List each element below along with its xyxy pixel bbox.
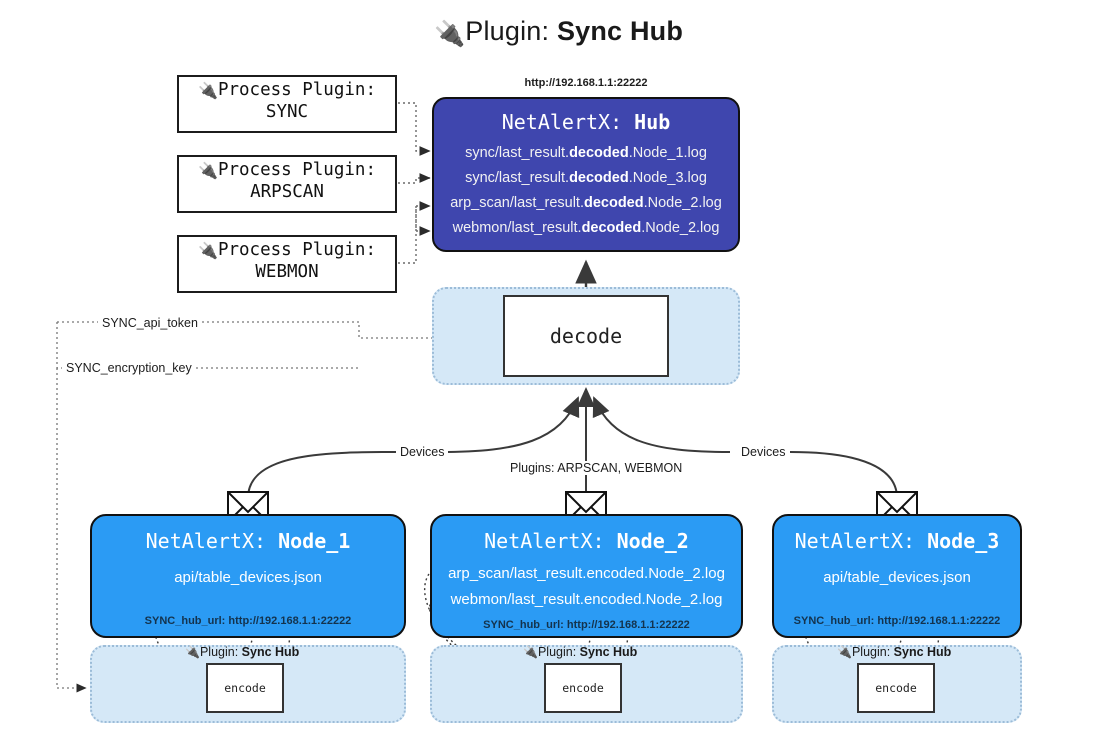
node-log-line: webmon/last_result.encoded.Node_2.log: [450, 591, 723, 608]
hub-log-line: sync/last_result.decoded.Node_1.log: [434, 141, 738, 166]
process-plugin-label: Process Plugin:: [217, 80, 376, 100]
encode-label-name: Sync Hub: [241, 645, 300, 659]
process-plugin-name: SYNC: [265, 102, 309, 122]
plug-icon: 🔌: [185, 645, 200, 659]
node-title-name: Node_2: [616, 529, 689, 553]
encode-plugin-label: 🔌Plugin: Sync Hub: [185, 645, 299, 659]
process-plugin-header: 🔌Process Plugin:: [179, 80, 395, 101]
page-title-prefix: Plugin:: [465, 16, 557, 46]
process-plugin-header: 🔌Process Plugin:: [179, 240, 395, 261]
process-plugin-name: ARPSCAN: [250, 182, 324, 202]
hub-url-label: http://192.168.1.1:22222: [524, 77, 648, 89]
plug-icon: 🔌: [198, 243, 218, 260]
node-log-line: arp_scan/last_result.encoded.Node_2.log: [448, 565, 725, 582]
process-plugin-label: Process Plugin:: [217, 160, 376, 180]
hub-log-line: arp_scan/last_result.decoded.Node_2.log: [434, 191, 738, 216]
process-plugin-box-arpscan[interactable]: 🔌Process Plugin: ARPSCAN: [177, 155, 397, 213]
node-title: NetAlertX: Node_3: [774, 529, 1020, 553]
process-plugin-box-sync[interactable]: 🔌Process Plugin: SYNC: [177, 75, 397, 133]
node-title-prefix: NetAlertX:: [794, 529, 928, 553]
process-plugin-box-webmon[interactable]: 🔌Process Plugin: WEBMON: [177, 235, 397, 293]
process-plugin-label: Process Plugin:: [217, 240, 376, 260]
encode-label-prefix: Plugin:: [199, 645, 242, 659]
node-box-node-1[interactable]: NetAlertX: Node_1 api/table_devices.json…: [90, 514, 406, 638]
edge-label-devices-right: Devices: [737, 445, 790, 459]
encode-box-node-1[interactable]: encode: [206, 663, 284, 713]
log-emphasis: decoded: [569, 145, 629, 161]
plug-icon: 🔌: [433, 20, 466, 48]
node-title: NetAlertX: Node_2: [432, 529, 741, 553]
edge-label-encryption-key: SYNC_encryption_key: [62, 361, 196, 375]
process-plugin-header: 🔌Process Plugin:: [179, 160, 395, 181]
encode-box-node-3[interactable]: encode: [857, 663, 935, 713]
page-title: 🔌Plugin: Sync Hub: [0, 16, 1117, 49]
page-title-name: Sync Hub: [556, 16, 684, 46]
encode-label-name: Sync Hub: [893, 645, 952, 659]
encode-label-name: Sync Hub: [579, 645, 638, 659]
decode-box[interactable]: decode: [503, 295, 669, 377]
hub-node[interactable]: NetAlertX: Hub sync/last_result.decoded.…: [432, 97, 740, 252]
node-footer: SYNC_hub_url: http://192.168.1.1:22222: [144, 615, 352, 627]
encode-label-prefix: Plugin:: [537, 645, 580, 659]
log-prefix: webmon/last_result.: [452, 220, 582, 236]
plug-icon: 🔌: [198, 83, 218, 100]
edge-label-api-token: SYNC_api_token: [98, 316, 202, 330]
log-emphasis: decoded: [581, 220, 642, 236]
hub-log-line: sync/last_result.decoded.Node_3.log: [434, 166, 738, 191]
node-log-line: api/table_devices.json: [823, 569, 971, 586]
plug-icon: 🔌: [523, 645, 538, 659]
hub-log-line: webmon/last_result.decoded.Node_2.log: [434, 216, 738, 241]
log-suffix: .Node_2.log: [643, 195, 722, 211]
node-footer: SYNC_hub_url: http://192.168.1.1:22222: [483, 619, 690, 631]
node-title-prefix: NetAlertX:: [145, 529, 279, 553]
hub-title-name: Hub: [634, 110, 671, 134]
node-footer: SYNC_hub_url: http://192.168.1.1:22222: [793, 615, 1001, 627]
log-suffix: .Node_2.log: [641, 220, 720, 236]
hub-title: NetAlertX: Hub: [434, 110, 738, 134]
node-log-line: api/table_devices.json: [174, 569, 322, 586]
node-title-name: Node_3: [927, 529, 1000, 553]
log-emphasis: decoded: [583, 195, 644, 211]
plug-icon: 🔌: [837, 645, 852, 659]
edge-label-plugins-center: Plugins: ARPSCAN, WEBMON: [506, 461, 687, 475]
log-prefix: sync/last_result.: [465, 145, 570, 161]
log-emphasis: decoded: [569, 170, 629, 186]
log-suffix: .Node_3.log: [628, 170, 707, 186]
node-title-prefix: NetAlertX:: [484, 529, 617, 553]
node-box-node-3[interactable]: NetAlertX: Node_3 api/table_devices.json…: [772, 514, 1022, 638]
log-suffix: .Node_1.log: [628, 145, 707, 161]
hub-title-prefix: NetAlertX:: [501, 110, 635, 134]
log-prefix: arp_scan/last_result.: [450, 195, 584, 211]
hub-log-list: sync/last_result.decoded.Node_1.log sync…: [434, 141, 738, 241]
plug-icon: 🔌: [198, 163, 218, 180]
edge-label-devices-left: Devices: [396, 445, 449, 459]
node-title: NetAlertX: Node_1: [92, 529, 404, 553]
encode-box-node-2[interactable]: encode: [544, 663, 622, 713]
node-box-node-2[interactable]: NetAlertX: Node_2 arp_scan/last_result.e…: [430, 514, 743, 638]
encode-label-prefix: Plugin:: [851, 645, 894, 659]
process-plugin-name: WEBMON: [255, 262, 319, 282]
node-title-name: Node_1: [278, 529, 351, 553]
encode-plugin-label: 🔌Plugin: Sync Hub: [837, 645, 951, 659]
log-prefix: sync/last_result.: [465, 170, 570, 186]
encode-plugin-label: 🔌Plugin: Sync Hub: [523, 645, 637, 659]
